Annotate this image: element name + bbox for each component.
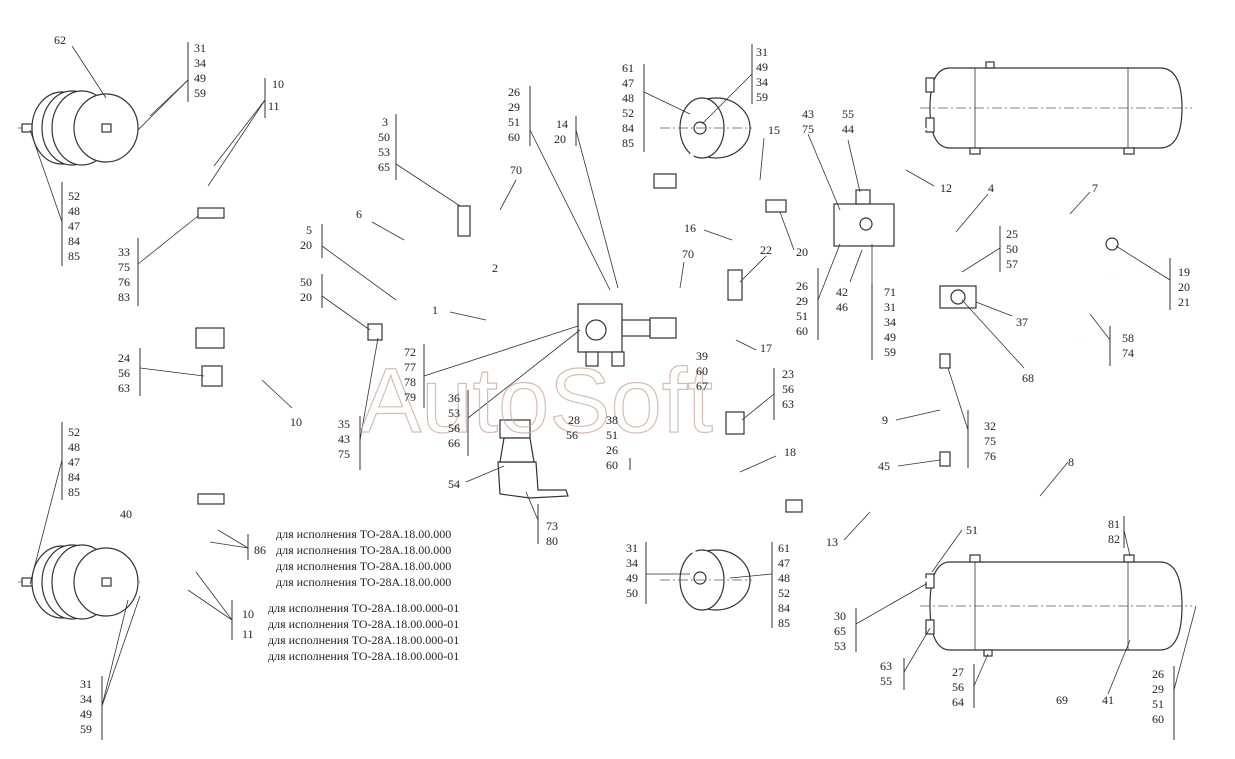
callout-8: 8 bbox=[1068, 455, 1074, 469]
callout-6: 6 bbox=[356, 207, 362, 221]
callout-45: 45 bbox=[878, 459, 890, 473]
variant-note: для исполнения ТО-28А.18.00.000-01 bbox=[268, 649, 459, 663]
callout-16: 16 bbox=[684, 221, 696, 235]
callout-54: 54 bbox=[448, 477, 460, 491]
callout-4: 4 bbox=[988, 181, 994, 195]
watermark: AutoSoft bbox=[360, 350, 713, 452]
air-receiver-top bbox=[920, 61, 1192, 155]
callout-41: 41 bbox=[1102, 693, 1114, 707]
variant-note: для исполнения ТО-28А.18.00.000 bbox=[276, 543, 451, 557]
variant-notes: для исполнения ТО-28А.18.00.000 для испо… bbox=[268, 527, 459, 663]
callout-62: 62 bbox=[54, 33, 66, 47]
callout-12: 12 bbox=[940, 181, 952, 195]
brake-chamber-top-left bbox=[18, 90, 140, 166]
callout-20-right: 20 bbox=[796, 245, 808, 259]
callout-7: 7 bbox=[1092, 181, 1098, 195]
brake-chamber-top-center bbox=[660, 97, 752, 159]
callout-22: 22 bbox=[760, 243, 772, 257]
callout-70-left: 70 bbox=[510, 163, 522, 177]
air-receiver-bottom bbox=[920, 554, 1192, 657]
variant-note: для исполнения ТО-28А.18.00.000 bbox=[276, 575, 451, 589]
callout-17: 17 bbox=[760, 341, 772, 355]
callout-37: 37 bbox=[1016, 315, 1028, 329]
callout-9: 9 bbox=[882, 413, 888, 427]
callout-70-right: 70 bbox=[682, 247, 694, 261]
variant-note: для исполнения ТО-28А.18.00.000-01 bbox=[268, 633, 459, 647]
brake-chamber-bottom-center bbox=[660, 549, 752, 611]
callout-2: 2 bbox=[492, 261, 498, 275]
callout-18: 18 bbox=[784, 445, 796, 459]
callout-13: 13 bbox=[826, 535, 838, 549]
callout-51: 51 bbox=[966, 523, 978, 537]
callout-69: 69 bbox=[1056, 693, 1068, 707]
variant-note: для исполнения ТО-28А.18.00.000-01 bbox=[268, 601, 459, 615]
brake-chamber-bottom-left bbox=[18, 544, 140, 620]
callout-86: 86 bbox=[254, 543, 266, 557]
callout-1: 1 bbox=[432, 303, 438, 317]
variant-note: для исполнения ТО-28А.18.00.000 bbox=[276, 559, 451, 573]
callout-15: 15 bbox=[768, 123, 780, 137]
variant-note: для исполнения ТО-28А.18.00.000 bbox=[276, 527, 451, 541]
variant-note: для исполнения ТО-28А.18.00.000-01 bbox=[268, 617, 459, 631]
callout-10-mid: 10 bbox=[290, 415, 302, 429]
callout-40: 40 bbox=[120, 507, 132, 521]
fittings bbox=[195, 173, 1119, 513]
callout-68: 68 bbox=[1022, 371, 1034, 385]
leader-lines bbox=[29, 42, 1197, 740]
